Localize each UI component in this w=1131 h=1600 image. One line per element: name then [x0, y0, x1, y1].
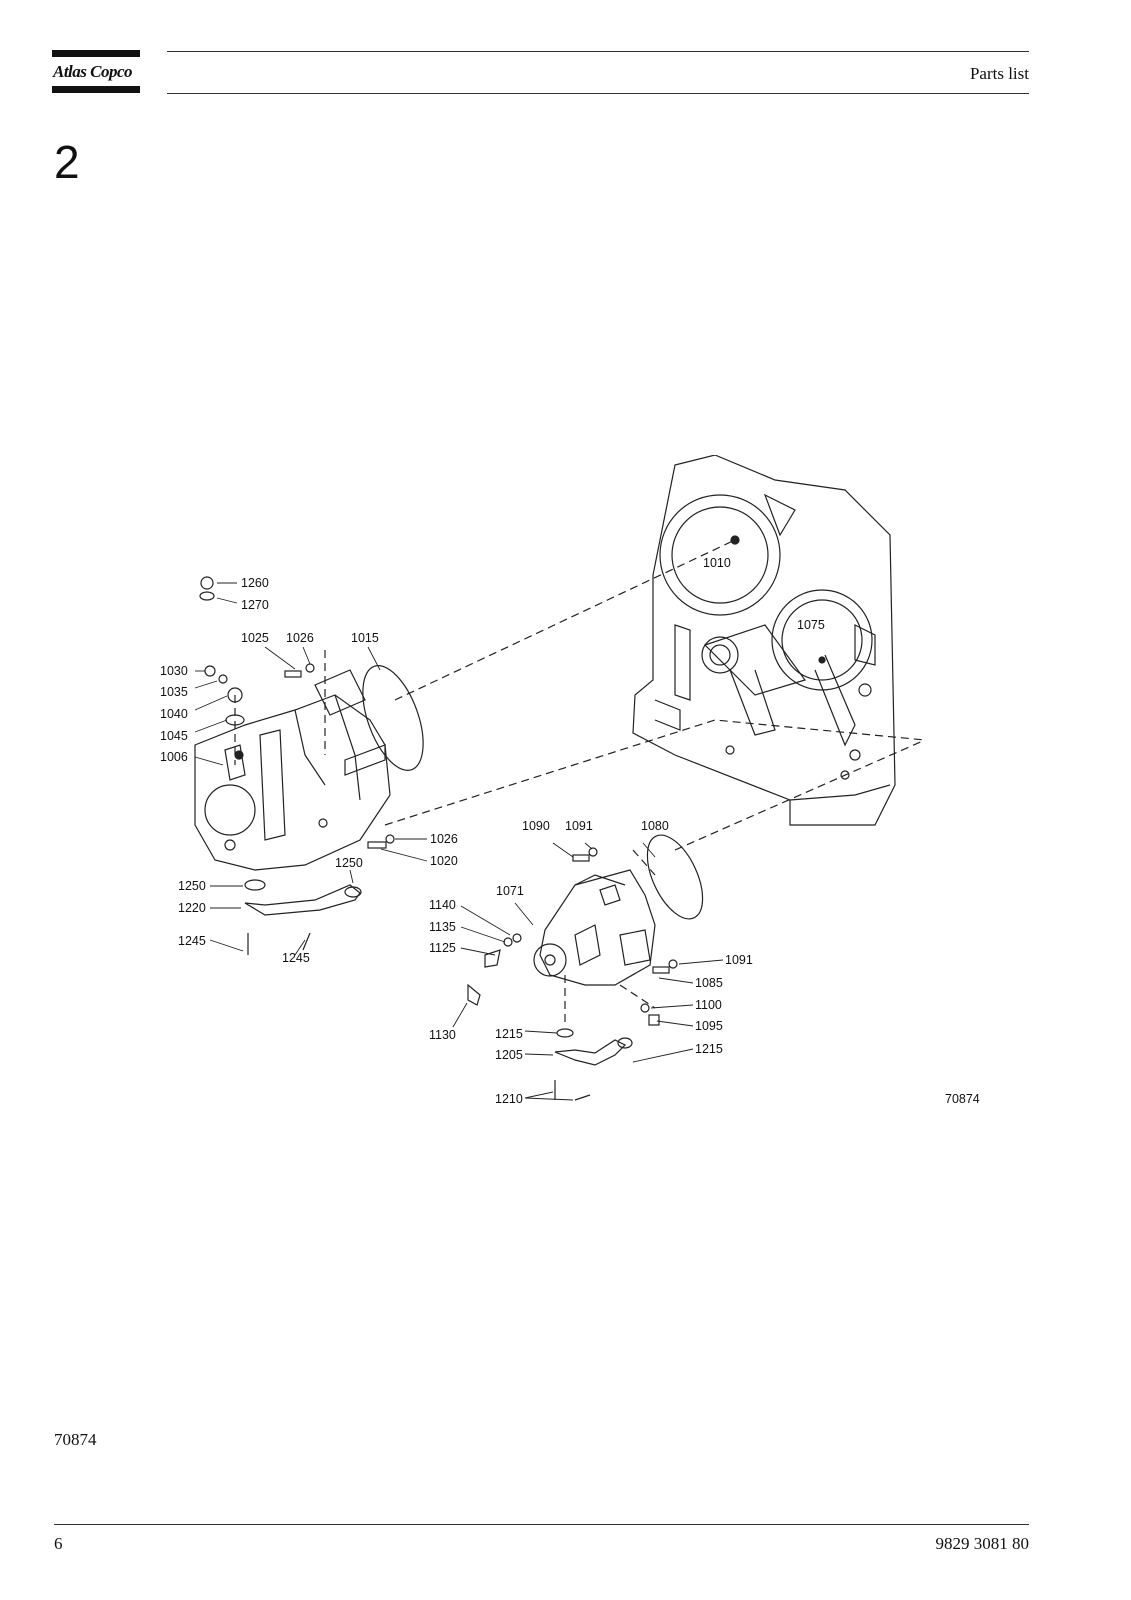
- label-1035: 1035: [160, 685, 188, 699]
- label-1040: 1040: [160, 707, 188, 721]
- exploded-parts-drawing: 1260 1270 1025 1026 1015 1030 1035 1040 …: [155, 455, 1005, 1135]
- atlas-copco-logo: Atlas Copco: [52, 50, 140, 94]
- label-1215-right: 1215: [695, 1042, 723, 1056]
- label-1125: 1125: [429, 941, 456, 955]
- header-rule-top: [167, 51, 1029, 52]
- label-1006: 1006: [160, 750, 188, 764]
- left-compressor-element: [194, 669, 391, 871]
- logo-brand-text: Atlas Copco: [53, 62, 133, 81]
- label-1080: 1080: [641, 819, 669, 833]
- logo-bar-top: [52, 50, 140, 57]
- leader-lines: [194, 582, 724, 1101]
- label-1245-right: 1245: [282, 951, 310, 965]
- label-1026-lower: 1026: [430, 832, 458, 846]
- label-1091-top: 1091: [565, 819, 593, 833]
- right-compressor-element: [533, 869, 656, 986]
- hardware: [199, 576, 678, 1101]
- document-number: 9829 3081 80: [935, 1534, 1030, 1553]
- label-1270: 1270: [241, 598, 269, 612]
- page-number: 6: [54, 1534, 63, 1553]
- figure-reference: 70874: [54, 1430, 97, 1449]
- label-1075: 1075: [797, 618, 825, 632]
- label-1260: 1260: [241, 576, 269, 590]
- assembly-lines: [234, 539, 926, 1025]
- logo-bar-bottom: [52, 86, 140, 93]
- label-1095: 1095: [695, 1019, 723, 1033]
- label-1245-left: 1245: [178, 934, 206, 948]
- label-1010: 1010: [703, 556, 731, 570]
- label-1030: 1030: [160, 664, 188, 678]
- label-1250-right: 1250: [335, 856, 363, 870]
- label-1091-right: 1091: [725, 953, 753, 967]
- label-1026-top: 1026: [286, 631, 314, 645]
- header-title: Parts list: [969, 64, 1029, 83]
- label-1025: 1025: [241, 631, 269, 645]
- label-1205: 1205: [495, 1048, 523, 1062]
- gear-casing: [632, 455, 896, 826]
- label-1215-left: 1215: [495, 1027, 523, 1041]
- label-1210: 1210: [495, 1092, 523, 1106]
- label-1135: 1135: [429, 920, 456, 934]
- drawing-svg: 1260 1270 1025 1026 1015 1030 1035 1040 …: [160, 455, 980, 1106]
- label-1020: 1020: [430, 854, 458, 868]
- label-1130: 1130: [429, 1028, 456, 1042]
- label-1045: 1045: [160, 729, 188, 743]
- label-1015: 1015: [351, 631, 379, 645]
- label-1090: 1090: [522, 819, 550, 833]
- label-1085: 1085: [695, 976, 723, 990]
- header-rule-bottom: [167, 93, 1029, 94]
- drawing-number: 70874: [945, 1092, 980, 1106]
- label-1071: 1071: [496, 884, 524, 898]
- label-1100: 1100: [695, 998, 722, 1012]
- label-1250-left: 1250: [178, 879, 206, 893]
- label-1140: 1140: [429, 898, 456, 912]
- gaskets: [362, 665, 704, 920]
- label-1220: 1220: [178, 901, 206, 915]
- section-number: 2: [54, 136, 80, 188]
- part-number-labels: 1260 1270 1025 1026 1015 1030 1035 1040 …: [160, 556, 980, 1106]
- footer-rule: [54, 1524, 1029, 1525]
